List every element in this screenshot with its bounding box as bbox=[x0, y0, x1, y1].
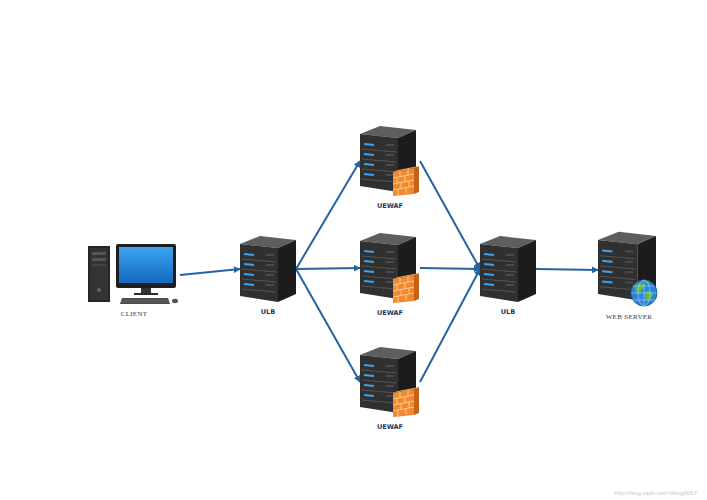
icon-graphic bbox=[598, 231, 660, 309]
node-label: WEB SERVER bbox=[568, 313, 690, 322]
flow-arrow bbox=[180, 269, 240, 275]
node-icon bbox=[360, 126, 420, 196]
icon-graphic bbox=[240, 236, 296, 302]
flow-arrow bbox=[420, 268, 480, 269]
node-icon bbox=[240, 236, 296, 302]
flow-arrow bbox=[420, 161, 480, 269]
node-label: ULB bbox=[450, 308, 566, 317]
node-label: ULB bbox=[210, 308, 326, 317]
waf-server: UEWAF bbox=[360, 126, 420, 212]
icon-graphic bbox=[88, 244, 180, 306]
waf-server: UEWAF bbox=[360, 233, 420, 319]
node-icon bbox=[88, 244, 180, 306]
waf-server: UEWAF bbox=[360, 347, 420, 433]
flow-arrow bbox=[536, 269, 598, 270]
node-label: CLIENT bbox=[58, 310, 210, 319]
icon-graphic bbox=[360, 233, 420, 303]
icon-graphic bbox=[360, 126, 420, 196]
node-icon bbox=[360, 233, 420, 303]
flow-arrow bbox=[296, 268, 360, 269]
node-label: UEWAF bbox=[330, 202, 450, 211]
flow-arrow bbox=[420, 269, 480, 382]
client-computer: CLIENT bbox=[88, 244, 180, 320]
node-label: UEWAF bbox=[330, 423, 450, 432]
load-balancer-server: ULB bbox=[240, 236, 296, 318]
node-label: UEWAF bbox=[330, 309, 450, 318]
icon-graphic bbox=[360, 347, 420, 417]
web-server: WEB SERVER bbox=[598, 231, 660, 323]
node-icon bbox=[598, 231, 660, 309]
watermark: http://blog.csdn.net/Yifeng0067 bbox=[614, 490, 697, 496]
flow-arrow bbox=[296, 161, 360, 269]
flow-arrow bbox=[296, 269, 360, 382]
load-balancer-server: ULB bbox=[480, 236, 536, 318]
node-icon bbox=[360, 347, 420, 417]
node-icon bbox=[480, 236, 536, 302]
icon-graphic bbox=[480, 236, 536, 302]
